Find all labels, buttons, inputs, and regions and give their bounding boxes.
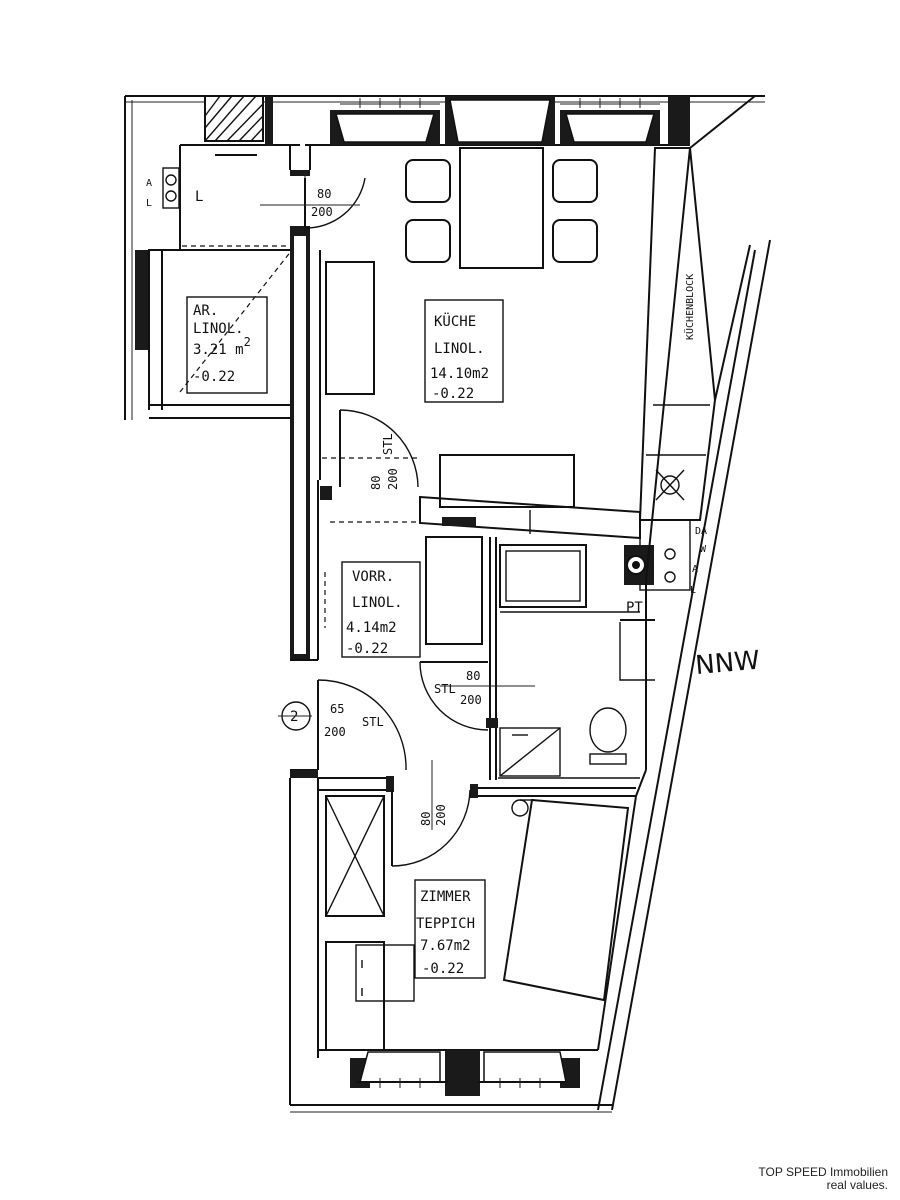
shaft-letter: A [692,564,698,575]
door-tag: STL [381,433,395,455]
right-exterior-wall: NNW [597,95,771,1111]
door-width: 80 [419,812,433,826]
door-2: STL 80 200 [322,409,420,490]
door-width: 80 [466,669,480,683]
room-floor: LINOL. [352,595,403,611]
room-name: ZIMMER [420,889,471,905]
kitchen: KÜCHENBLOCK KÜCHE LINOL. 14.10m2 -0.22 [325,147,717,521]
room-floor: LINOL. [193,321,244,337]
room-label-box [341,561,421,658]
wardrobe [425,536,483,645]
top-exterior-wall [125,95,765,146]
shower-tray [499,727,561,777]
orientation-note: NNW [694,646,761,682]
left-shaft: A L L [146,167,203,209]
room-name: VORR. [352,569,394,585]
kitchen-block [638,147,717,521]
door-height: 200 [386,468,400,490]
chair [405,159,451,203]
door-3: 80 200 STL [419,661,535,731]
room-level: -0.22 [346,641,388,657]
room-level: -0.22 [193,369,235,385]
toilet [589,707,627,753]
sideboard [439,454,575,508]
room-area: 14.10m2 [430,366,489,382]
bed [502,798,630,1002]
door-tag: STL [434,682,456,696]
door-width: 65 [330,702,344,716]
right-shaft: DA W A L PT [624,519,707,616]
dining-table [459,147,544,269]
room-floor: LINOL. [434,341,485,357]
brand-tagline: real values. [826,1178,888,1192]
door-width: 80 [317,187,331,201]
shaft-letter: A [146,178,152,189]
room-label-box [424,299,504,403]
shaft-letter: L [146,198,152,209]
window-sill-ticks [340,98,660,108]
chair [552,159,598,203]
door-width: 80 [369,476,383,490]
kitchen-block-label: KÜCHENBLOCK [683,274,696,340]
bottom-exterior-wall [289,1049,612,1113]
room-area: 4.14m2 [346,620,397,636]
door-height: 200 [434,804,448,826]
room-label-box [186,296,268,394]
axis-number: 2 [290,709,298,725]
room-floor: TEPPICH [416,916,475,932]
door-tag: STL [362,715,384,729]
room-name: AR. [193,303,218,319]
room-level: -0.22 [432,386,474,402]
cabinet [325,261,375,395]
bedroom-top-wall [318,776,636,798]
door-height: 200 [324,725,346,739]
door-1: 80 200 [260,170,366,229]
room-level: -0.22 [422,961,464,977]
window-sill-ticks [379,1078,541,1088]
bathroom [498,544,655,779]
desk [325,941,385,1051]
shaft-letter: W [700,544,707,555]
storage-room: AR. LINOL. 3.21 m2 -0.22 [179,154,293,394]
chair [552,219,598,263]
sink [499,544,587,608]
shaft-letter: DA [695,526,707,537]
door-height: 200 [311,205,333,219]
chair [355,944,415,1002]
room-area: 7.67m2 [420,938,471,954]
shaft-label: L [195,189,203,205]
door-4: 2 65 200 STL [278,679,407,771]
left-neighbour-wall [124,96,290,420]
room-name: KÜCHE [434,312,476,330]
hall: VORR. LINOL. 4.14m2 -0.22 [324,536,498,780]
room-label-box [414,879,486,979]
brand-name: TOP SPEED Immobilien [758,1165,888,1179]
watermark-brand: TOP SPEED Immobilien real values. [758,1166,888,1192]
central-wall [289,145,321,1050]
chair [405,219,451,263]
room-area: 3.21 m2 [193,335,251,358]
pipe-label: PT [626,600,643,616]
door-height: 200 [460,693,482,707]
chimney-hatch [204,95,264,142]
door-5: 80 200 [391,760,471,867]
bedroom: ZIMMER TEPPICH 7.67m2 -0.22 [325,795,630,1051]
